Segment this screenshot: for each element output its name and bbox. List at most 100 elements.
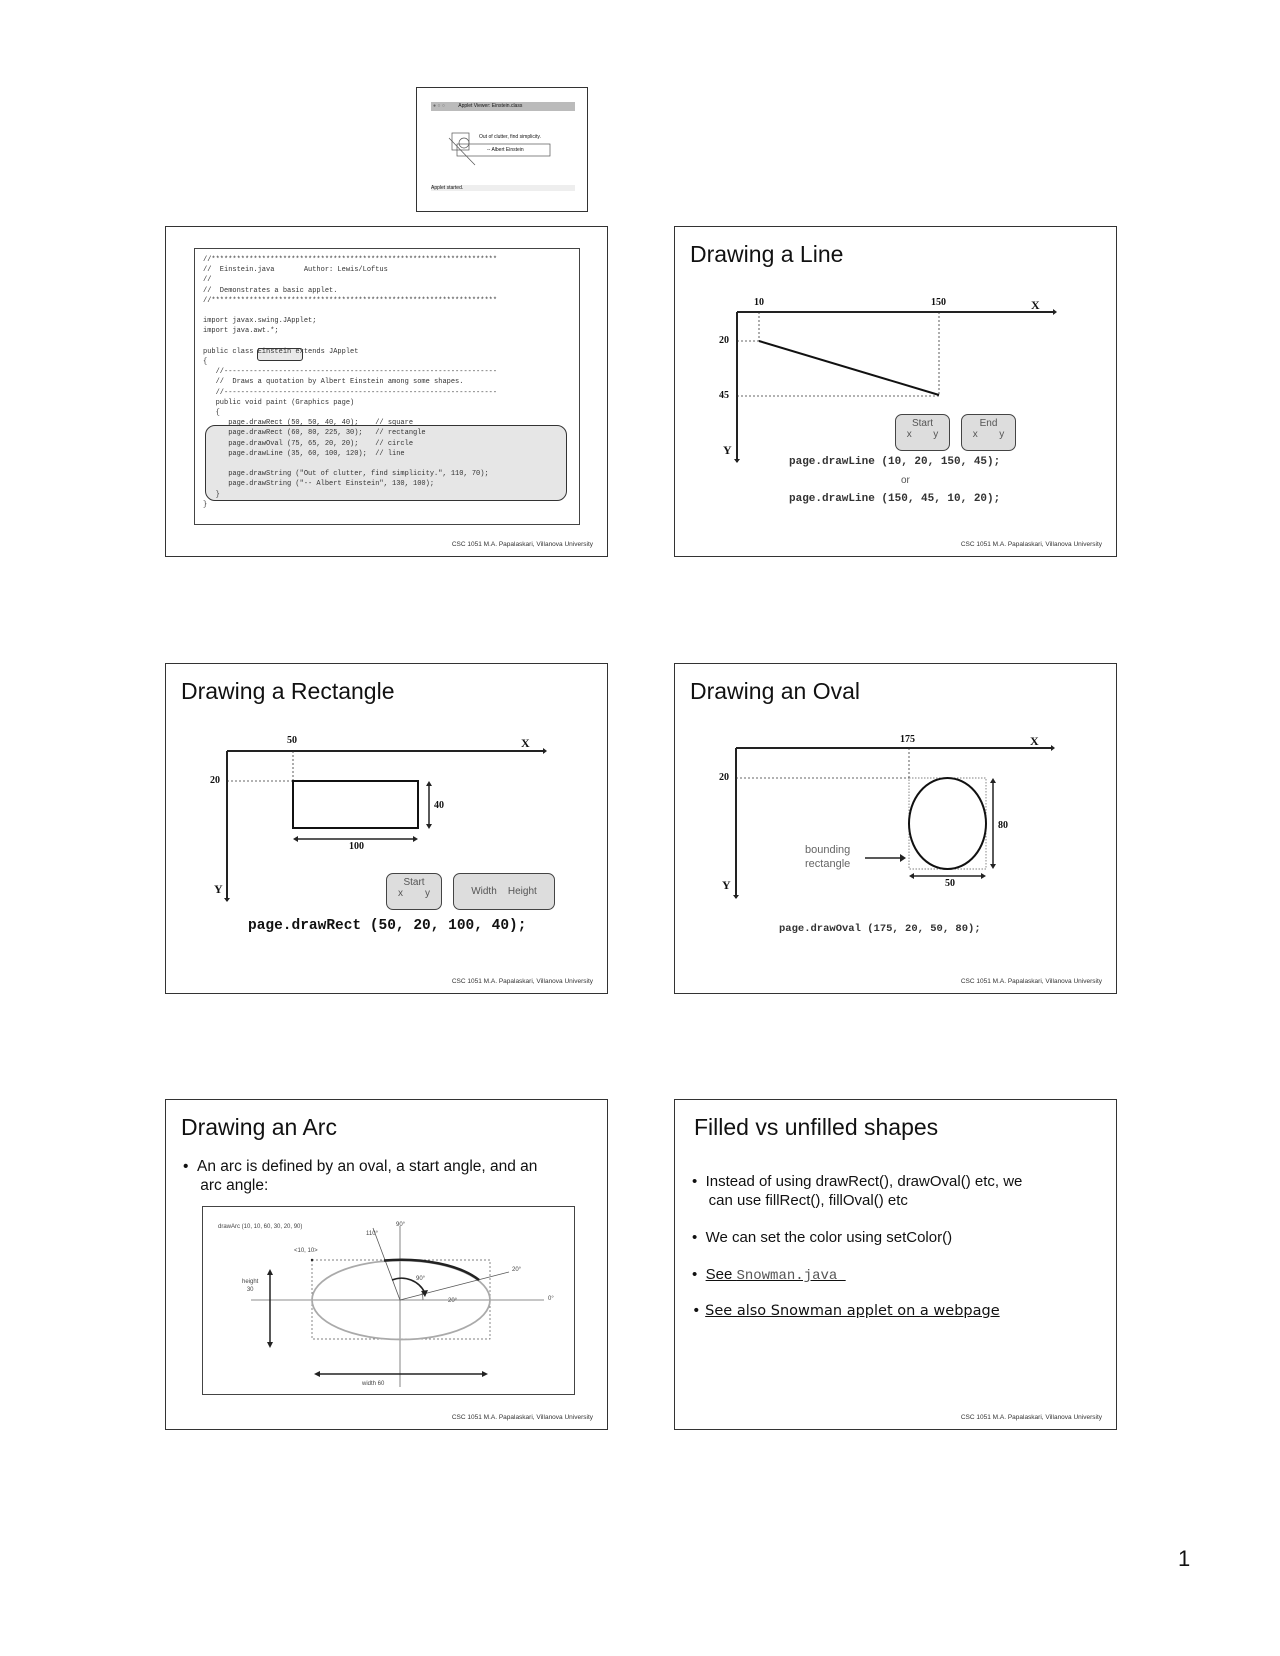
code-listing: //**************************************… bbox=[194, 248, 580, 525]
bullet: • See also Snowman applet on a webpage bbox=[692, 1303, 1000, 1319]
paint-body-highlight bbox=[205, 425, 567, 501]
bounding-rectangle-label: bounding rectangle bbox=[805, 843, 850, 871]
angle-0-label: 0° bbox=[548, 1296, 554, 1302]
y-axis-label: Y bbox=[723, 443, 732, 457]
y-axis-label: Y bbox=[722, 878, 731, 892]
height-label: 40 bbox=[434, 800, 444, 811]
arc-angle-label: 90° bbox=[416, 1276, 426, 1282]
slide-footer: CSC 1051 M.A. Papalaskari, Villanova Uni… bbox=[960, 978, 1102, 985]
code-line: public void paint (Graphics page) bbox=[203, 398, 355, 407]
slide-title: Drawing a Line bbox=[690, 241, 844, 267]
width-label: width 60 bbox=[362, 1381, 385, 1387]
x-label: x bbox=[906, 429, 912, 440]
x-axis-label: X bbox=[521, 736, 530, 750]
bullet: • An arc is defined by an oval, a start … bbox=[183, 1158, 538, 1194]
window-buttons-icon[interactable]: ● ○ ○ bbox=[433, 103, 445, 109]
slide-footer: CSC 1051 M.A. Papalaskari, Villanova Uni… bbox=[960, 1414, 1102, 1421]
slide-footer: CSC 1051 M.A. Papalaskari, Villanova Uni… bbox=[451, 978, 593, 985]
page-number: 1 bbox=[1178, 1546, 1191, 1571]
width-text: Width bbox=[471, 886, 497, 897]
height-label: height 30 bbox=[242, 1278, 258, 1294]
label-line: rectangle bbox=[805, 858, 851, 870]
slide-footer: CSC 1051 M.A. Papalaskari, Villanova Uni… bbox=[451, 1414, 593, 1421]
drawn-line bbox=[758, 340, 940, 396]
code-line: //--------------------------------------… bbox=[203, 368, 498, 377]
x-label: x bbox=[398, 888, 403, 899]
or-text: or bbox=[901, 475, 910, 486]
applet-viewer-window: ● ○ ○ Applet Viewer: Einstein.class Out … bbox=[416, 87, 588, 212]
start-label: Start bbox=[403, 877, 425, 888]
code-line: page.drawOval (175, 20, 50, 80); bbox=[779, 923, 981, 935]
width-label: 50 bbox=[945, 878, 955, 889]
code-line: page.drawLine (10, 20, 150, 45); bbox=[789, 456, 1001, 468]
code-line bbox=[203, 306, 497, 316]
drawn-arc bbox=[383, 1258, 480, 1281]
code-line: page.drawLine (150, 45, 10, 20); bbox=[789, 493, 1001, 505]
slide-title: Drawing a Rectangle bbox=[181, 678, 395, 704]
angle-90-label: 90° bbox=[396, 1222, 406, 1228]
code-line: // bbox=[203, 276, 212, 285]
bullet-text: can use fillRect(), fillOval() etc bbox=[708, 1192, 908, 1209]
y-tick: 20 bbox=[719, 335, 729, 346]
slide-einstein: //**************************************… bbox=[165, 87, 608, 557]
snowman-java-link[interactable]: See Snowman.java bbox=[705, 1266, 846, 1284]
slide-drawing-oval: Drawing an Oval 175 X 20 Y 80 50 boundin… bbox=[674, 663, 1117, 994]
angle-20-label: 20° bbox=[512, 1267, 522, 1273]
slide-title: Drawing an Oval bbox=[690, 678, 861, 704]
link-code: Snowman.java bbox=[736, 1268, 846, 1284]
code-line: page.drawString ("Out of clutter, find s… bbox=[203, 470, 489, 479]
line-diagram bbox=[734, 309, 1057, 463]
size-box: Width Height bbox=[453, 873, 555, 910]
code-line: page.drawRect (50, 20, 100, 40); bbox=[248, 918, 527, 934]
code-line: page.drawOval (75, 65, 20, 20); // circl… bbox=[203, 439, 414, 448]
y-label: y bbox=[425, 888, 430, 899]
oval-diagram bbox=[733, 745, 1055, 899]
slide-drawing-rectangle: Drawing a Rectangle 50 X 20 Y 40 100 Sta… bbox=[165, 663, 608, 994]
label-line: height bbox=[242, 1279, 259, 1285]
start-angle-label: 20° bbox=[448, 1298, 458, 1304]
label-line: 30 bbox=[246, 1287, 254, 1293]
code-line: // Draws a quotation by Albert Einstein … bbox=[203, 378, 464, 387]
code-line: page.drawRect (50, 50, 40, 40); // squar… bbox=[203, 419, 414, 428]
start-label: Start bbox=[911, 418, 934, 429]
drawn-rectangle bbox=[292, 780, 419, 829]
bullet-text: An arc is defined by an oval, a start an… bbox=[197, 1158, 538, 1175]
code-line: import java.awt.*; bbox=[203, 327, 279, 336]
y-label: y bbox=[933, 429, 939, 440]
bullet-text: We can set the color using setColor() bbox=[705, 1229, 953, 1246]
code-line: { bbox=[203, 409, 220, 418]
bullet: • See Snowman.java bbox=[692, 1266, 846, 1284]
slide-footer: CSC 1051 M.A. Papalaskari, Villanova Uni… bbox=[451, 541, 593, 548]
code-line: } bbox=[203, 490, 220, 499]
snowman-applet-link[interactable]: See also Snowman applet on a webpage bbox=[705, 1303, 1000, 1319]
width-label: 100 bbox=[349, 841, 364, 852]
link-text: See bbox=[705, 1266, 737, 1283]
rectangle-diagram bbox=[224, 748, 547, 902]
x-tick: 150 bbox=[931, 297, 946, 308]
slide-filled-shapes: Filled vs unfilled shapes • Instead of u… bbox=[674, 1099, 1117, 1430]
code-line bbox=[203, 459, 497, 469]
height-label: 80 bbox=[998, 820, 1008, 831]
y-tick: 20 bbox=[210, 775, 220, 786]
arc-diagram bbox=[251, 1226, 544, 1387]
code-line: { bbox=[203, 358, 208, 367]
x-label: x bbox=[972, 429, 978, 440]
applet-titlebar: ● ○ ○ Applet Viewer: Einstein.class bbox=[431, 102, 575, 111]
code-line: //--------------------------------------… bbox=[203, 388, 498, 397]
drawarc-call-label: drawArc (10, 10, 60, 30, 20, 90) bbox=[218, 1224, 303, 1230]
end-label: End bbox=[979, 418, 998, 429]
drawn-oval bbox=[908, 777, 987, 870]
start-coords-box: Start x y bbox=[895, 414, 950, 451]
x-axis-label: X bbox=[1031, 298, 1040, 312]
y-axis-label: Y bbox=[214, 882, 223, 896]
applet-status: Applet started. bbox=[431, 185, 575, 191]
x-tick: 10 bbox=[754, 297, 764, 308]
code-line: // Demonstrates a basic applet. bbox=[203, 286, 338, 295]
code-line: //**************************************… bbox=[203, 296, 498, 305]
code-line: page.drawLine (35, 60, 100, 120); // lin… bbox=[203, 449, 405, 458]
label-line: bounding bbox=[805, 844, 851, 856]
slide-title: Drawing an Arc bbox=[181, 1114, 337, 1140]
slide-title: Filled vs unfilled shapes bbox=[694, 1114, 939, 1140]
